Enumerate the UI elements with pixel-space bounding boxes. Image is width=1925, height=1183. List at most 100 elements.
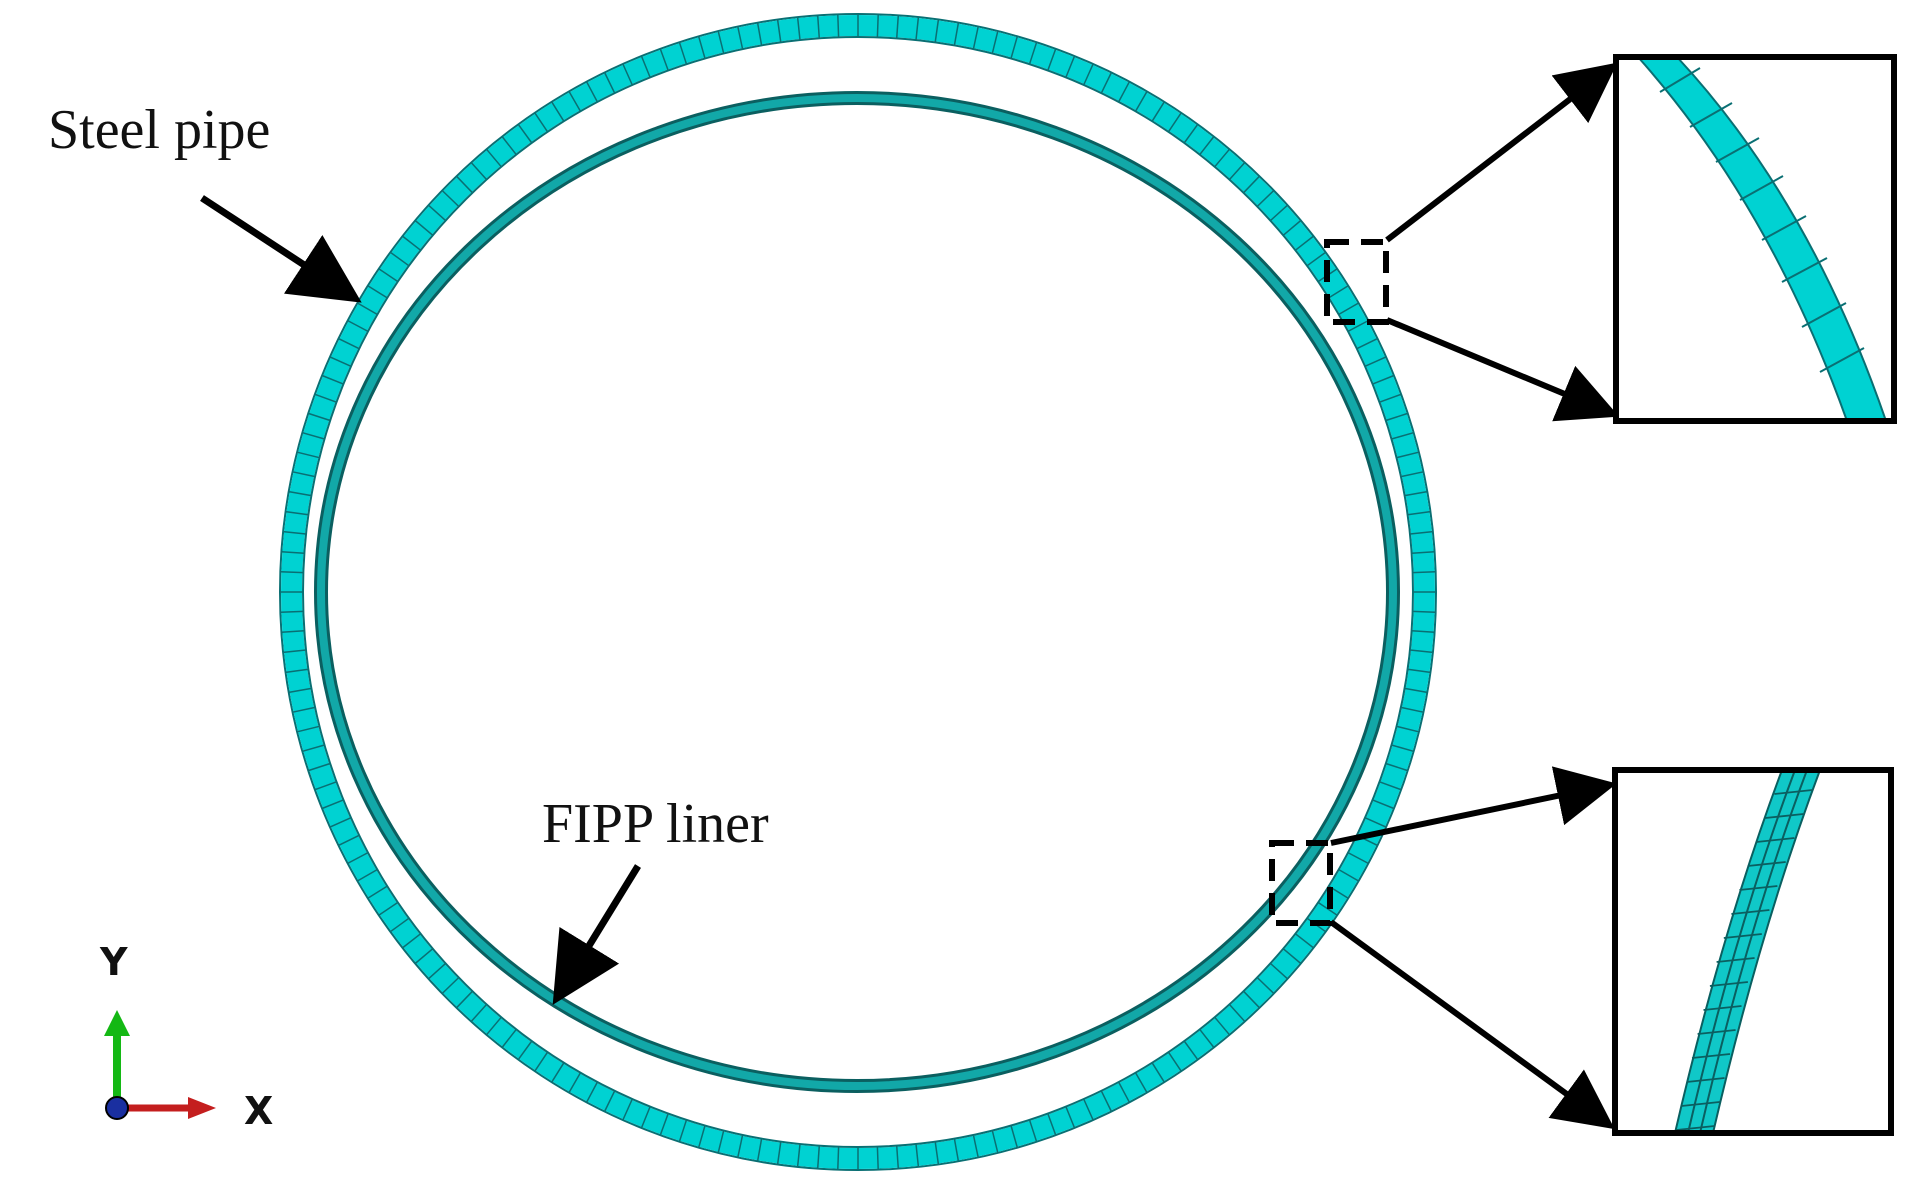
pipe-mesh-line [280, 610, 304, 613]
pipe-mesh-line [1338, 302, 1359, 316]
pipe-mesh-line [1396, 451, 1419, 459]
pipe-mesh-line [314, 781, 337, 791]
pipe-mesh-line [1385, 762, 1408, 772]
pipe-mesh-line [427, 962, 447, 980]
pipe-mesh-line [622, 1098, 633, 1121]
steel-pipe-ring [279, 13, 1437, 1171]
pipe-mesh-line [1338, 868, 1359, 882]
pipe-mesh-line [485, 148, 502, 168]
pipe-mesh-line [697, 1125, 706, 1148]
pipe-mesh-line [389, 251, 410, 267]
pipe-mesh-line [1364, 817, 1387, 828]
pipe-mesh-line [367, 285, 388, 299]
pipe-mesh-line [640, 1106, 651, 1129]
zoom-mesh-line [1761, 215, 1807, 241]
pipe-mesh-line [568, 1072, 582, 1093]
pipe-mesh-line [280, 571, 304, 574]
pipe-mesh-line [1269, 204, 1289, 222]
pipe-mesh-line [551, 101, 565, 122]
pipe-mesh-line [1242, 175, 1261, 194]
pipe-mesh-line [1134, 1072, 1148, 1093]
pipe-mesh-line [302, 431, 325, 440]
pipe-mesh-line [321, 374, 344, 385]
pipe-mesh-line [1100, 72, 1113, 94]
pipe-mesh-line [915, 17, 920, 41]
zoom-mesh-line [1691, 1053, 1731, 1059]
steel-pipe-zoom-mesh-lines [1659, 67, 1865, 373]
zoom-mesh-line [1765, 813, 1804, 819]
pipe-mesh-line [292, 471, 316, 478]
pipe-mesh-line [934, 19, 940, 43]
pipe-mesh-line [915, 1143, 920, 1167]
zoom-mesh-line [1731, 909, 1770, 915]
pipe-mesh-line [876, 1146, 879, 1170]
pipe-mesh-line [776, 19, 782, 43]
pipe-mesh-line [470, 1003, 488, 1023]
pipe-mesh-line [816, 1145, 821, 1169]
pipe-mesh-line [288, 687, 312, 694]
pipe-mesh-line [283, 530, 307, 535]
zoom-mesh-line [1781, 257, 1828, 283]
pipe-mesh-line [1400, 706, 1424, 713]
pipe-mesh-line [953, 1138, 960, 1162]
pipe-mesh-line [585, 81, 599, 103]
pipe-mesh-line [534, 1051, 549, 1072]
pipe-mesh-line [441, 976, 460, 995]
pipe-mesh-line [1294, 235, 1314, 251]
pipe-mesh-line [1328, 285, 1349, 299]
pipe-mesh-line [281, 550, 305, 555]
pipe-mesh-line [603, 1090, 616, 1112]
zoom-arrow-upper-2 [1385, 317, 1620, 422]
pipe-mesh-line [837, 1146, 840, 1170]
pipe-mesh-line [737, 1134, 744, 1158]
zoom-mesh-line [1739, 885, 1778, 891]
pipe-mesh-line [1183, 1040, 1199, 1061]
pipe-mesh-line [288, 490, 312, 497]
pipe-mesh-line [678, 42, 688, 65]
pipe-mesh-line [414, 219, 434, 236]
pipe-mesh-line [1117, 81, 1131, 103]
pipe-mesh-line [1083, 1098, 1094, 1121]
zoom-mesh-line [1723, 933, 1762, 939]
zoom-mesh-line [1697, 1029, 1736, 1035]
pipe-mesh-line [302, 744, 325, 753]
zoom-mesh-line [1659, 67, 1701, 93]
pipe-mesh-line [441, 189, 460, 208]
steel-pipe-label: Steel pipe [48, 99, 270, 161]
pipe-mesh-line [1065, 55, 1076, 78]
pipe-mesh-line [517, 1040, 533, 1061]
pipe-mesh-line [1306, 251, 1327, 267]
pipe-mesh-line [1028, 42, 1038, 65]
pipe-mesh-line [1400, 471, 1424, 478]
zoom-mesh-line [1774, 789, 1813, 795]
pipe-mesh-line [485, 1016, 502, 1036]
pipe-mesh-line [1214, 148, 1231, 168]
zoom-mesh-line [1689, 102, 1733, 128]
pipe-mesh-line [1214, 1016, 1231, 1036]
pipe-mesh-line [659, 1113, 669, 1136]
zoom-mesh-line [1819, 347, 1865, 373]
pipe-mesh-line [678, 1119, 688, 1142]
pipe-mesh-line [1412, 571, 1436, 574]
pipe-mesh-line [551, 1062, 565, 1083]
pipe-mesh-line [1372, 799, 1395, 810]
zoom-mesh-line [1686, 1077, 1725, 1083]
pipe-mesh-line [1228, 1003, 1246, 1023]
pipe-mesh-line [1282, 948, 1302, 965]
pipe-mesh-line [1347, 851, 1369, 865]
pipe-mesh-line [455, 175, 474, 194]
pipe-mesh-line [1356, 337, 1378, 350]
pipe-mesh-line [1385, 412, 1408, 422]
pipe-mesh-line [308, 762, 331, 772]
fipp-liner-arrow [552, 864, 641, 1005]
pipe-mesh-line [895, 1145, 900, 1169]
pipe-mesh-line [1151, 1062, 1165, 1083]
pipe-mesh-line [1396, 725, 1419, 733]
pipe-mesh-line [308, 412, 331, 422]
pipe-mesh-line [314, 393, 337, 403]
pipe-mesh-line [640, 55, 651, 78]
axis-triad: Y X [99, 940, 273, 1133]
pipe-mesh-line [737, 26, 744, 50]
pipe-mesh-line [347, 851, 369, 865]
